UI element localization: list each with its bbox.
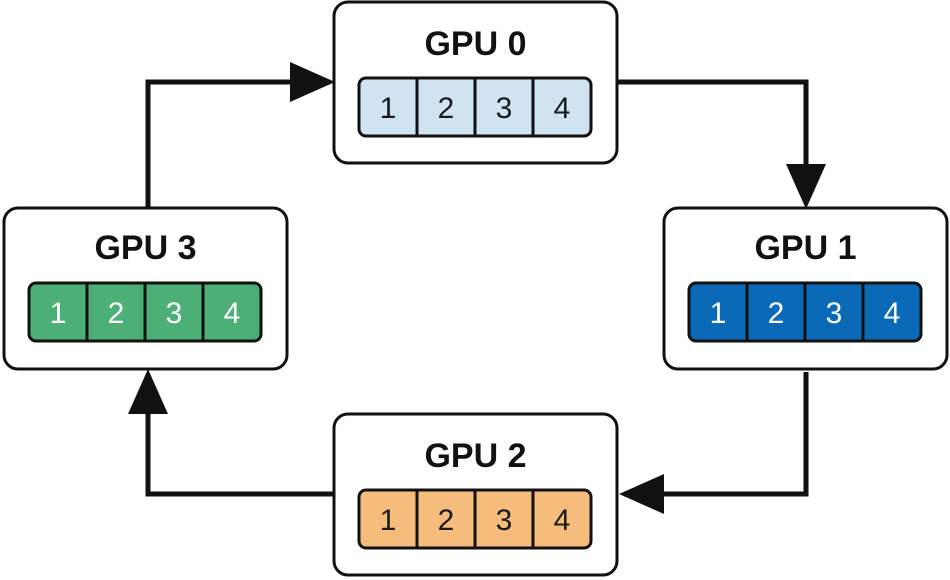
chunk-label: 4 bbox=[224, 297, 241, 330]
chunk-label: 4 bbox=[884, 297, 901, 330]
chunk-label: 2 bbox=[768, 297, 785, 330]
gpu-title: GPU 0 bbox=[424, 25, 526, 63]
chunk-label: 3 bbox=[166, 297, 183, 330]
chunk-row: 1 2 3 4 bbox=[27, 281, 263, 343]
chunk-label: 1 bbox=[710, 297, 727, 330]
edge-gpu2-to-gpu3 bbox=[128, 369, 333, 497]
chunk-label: 2 bbox=[438, 92, 455, 125]
chunk-row: 1 2 3 4 bbox=[357, 488, 593, 550]
chunk-row: 1 2 3 4 bbox=[687, 281, 923, 343]
gpu-node-1: GPU 1 1 2 3 4 bbox=[662, 206, 949, 371]
chunk-label: 2 bbox=[108, 297, 125, 330]
chunk-label: 1 bbox=[50, 297, 67, 330]
gpu-node-3: GPU 3 1 2 3 4 bbox=[2, 206, 289, 371]
edges bbox=[128, 62, 826, 514]
gpu-node-0: GPU 0 1 2 3 4 bbox=[332, 0, 619, 165]
chunk-label: 3 bbox=[496, 504, 513, 537]
chunk-label: 2 bbox=[438, 504, 455, 537]
edge-gpu1-to-gpu2 bbox=[619, 372, 809, 514]
chunk-row: 1 2 3 4 bbox=[357, 76, 593, 138]
gpu-title: GPU 1 bbox=[754, 229, 856, 267]
chunk-label: 4 bbox=[554, 504, 571, 537]
chunk-label: 4 bbox=[554, 92, 571, 125]
edge-gpu0-to-gpu1 bbox=[617, 79, 826, 209]
chunk-label: 1 bbox=[380, 92, 397, 125]
chunk-label: 3 bbox=[826, 297, 843, 330]
gpu-title: GPU 3 bbox=[94, 229, 196, 267]
gpu-node-2: GPU 2 1 2 3 4 bbox=[332, 412, 619, 577]
chunk-label: 3 bbox=[496, 92, 513, 125]
chunk-label: 1 bbox=[380, 504, 397, 537]
edge-gpu3-to-gpu0 bbox=[145, 62, 335, 208]
gpu-title: GPU 2 bbox=[424, 437, 526, 475]
